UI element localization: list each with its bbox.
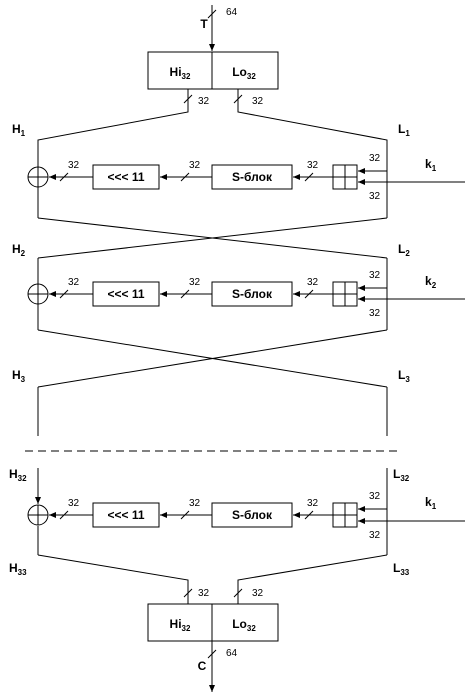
h1-label: H1 [12,122,26,138]
width-label: 32 [198,96,210,107]
width-label: 32 [252,588,264,599]
wire [237,554,388,604]
rotate-label: <<< 11 [107,170,144,184]
k-label: k1 [425,495,437,511]
wire [37,554,189,604]
svg-text:32: 32 [68,277,80,288]
rotate-block [92,502,160,528]
svg-text:32: 32 [369,270,381,281]
width-label: 32 [198,588,210,599]
svg-text:32: 32 [307,498,319,509]
output-label: C [198,659,207,673]
sbox-label: S-блок [232,170,273,184]
rotate-label: <<< 11 [107,287,144,301]
round-2: H2 L2 <<< 11 S-блок k2 32 32 32 32 32 [12,242,465,330]
bus-slash [233,588,243,598]
top-register: Hi32 Lo32 [147,51,279,90]
rotate-label: <<< 11 [107,508,144,522]
svg-text:32: 32 [369,308,381,319]
sbox-label: S-блок [232,287,273,301]
svg-text:32: 32 [369,191,381,202]
bus-slash [207,649,217,659]
wire [37,89,189,160]
svg-text:32: 32 [68,160,80,171]
svg-text:32: 32 [189,160,201,171]
k-label: k2 [425,274,437,290]
lo-label: Lo32 [232,617,256,633]
svg-text:32: 32 [68,498,80,509]
bus-slash [207,9,217,19]
svg-text:32: 32 [369,530,381,541]
sbox-block [211,281,293,307]
width-label: 32 [252,96,264,107]
wire [237,89,388,165]
hi-label: Hi32 [170,617,191,633]
lo-label: Lo32 [232,65,256,81]
l3-label: L3 [398,368,410,384]
wire [37,217,388,259]
svg-text:32: 32 [189,498,201,509]
svg-text:32: 32 [189,277,201,288]
svg-text:32: 32 [369,153,381,164]
l1-label: L1 [398,122,410,138]
h33-label: H33 [9,561,27,577]
round-32: H32 L32 <<< 11 S-блок k1 32 32 32 32 32 [9,467,465,555]
l32-label: L32 [393,467,410,483]
wire [37,329,388,388]
svg-text:32: 32 [369,491,381,502]
input-label: T [200,17,208,31]
sbox-label: S-блок [232,508,273,522]
h32-label: H32 [9,467,27,483]
round-1: H1 L1 <<< 11 S-блок k1 32 32 32 32 32 [12,122,465,218]
width-label: 64 [226,7,238,18]
width-label: 64 [226,648,238,659]
bottom-register: Hi32 Lo32 [147,603,279,642]
l33-label: L33 [393,561,410,577]
h2-label: H2 [12,242,26,258]
svg-text:32: 32 [307,160,319,171]
bus-slash [183,588,193,598]
svg-text:32: 32 [307,277,319,288]
k-label: k1 [425,157,437,173]
h3-label: H3 [12,368,26,384]
l2-label: L2 [398,242,410,258]
hi-label: Hi32 [170,65,191,81]
